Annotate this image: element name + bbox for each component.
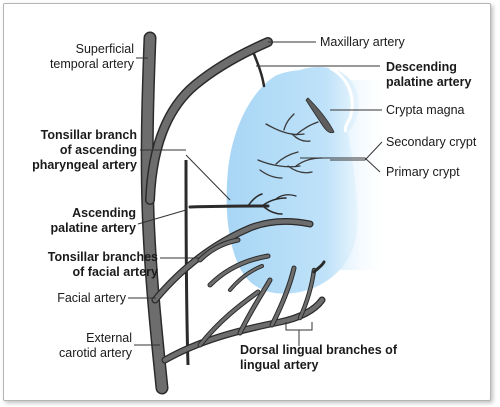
label-crypta-magna: Crypta magna <box>386 103 465 117</box>
lingual-artery <box>161 260 326 364</box>
label-ascending-palatine: Ascending palatine artery <box>20 206 136 236</box>
label-line: Dorsal lingual branches of <box>240 343 397 357</box>
leader-lines <box>128 41 383 346</box>
label-line: of facial artery <box>72 265 158 279</box>
label-secondary-crypt: Secondary crypt <box>386 135 477 149</box>
tonsil-notch <box>329 66 354 133</box>
ascending-pharyngeal-artery <box>184 159 190 366</box>
label-line: Superficial <box>75 42 134 56</box>
label-primary-crypt: Primary crypt <box>386 165 460 179</box>
label-descending-palatine: Descending palatine artery <box>386 60 471 90</box>
label-line: palatine artery <box>50 221 136 235</box>
label-line: Ascending <box>72 206 136 220</box>
label-dorsal-lingual: Dorsal lingual branches of lingual arter… <box>240 343 397 373</box>
ascending-palatine-branches <box>188 193 297 215</box>
label-line: carotid artery <box>59 346 132 360</box>
descending-palatine-branch <box>252 52 266 88</box>
label-line: Tonsillar branch <box>40 128 137 142</box>
label-maxillary: Maxillary artery <box>320 35 405 49</box>
label-line: Tonsillar branches <box>47 250 158 264</box>
facial-artery-branches <box>151 217 314 304</box>
label-facial-artery: Facial artery <box>57 291 126 305</box>
crypta-magna <box>305 97 335 134</box>
crypt-lines <box>257 113 323 179</box>
label-line: palatine artery <box>386 75 472 89</box>
label-line: Descending <box>386 60 457 74</box>
label-line: of ascending <box>59 143 137 157</box>
label-line: External <box>86 331 132 345</box>
label-tonsillar-branch-ascending-pharyngeal: Tonsillar branch of ascending pharyngeal… <box>4 128 137 173</box>
label-line: pharyngeal artery <box>32 158 137 172</box>
label-line: lingual artery <box>240 358 319 372</box>
label-tonsillar-branches-facial: Tonsillar branches of facial artery <box>2 250 158 280</box>
label-line: temporal artery <box>49 57 134 71</box>
label-superficial-temporal: Superficial temporal artery <box>40 42 134 72</box>
label-external-carotid: External carotid artery <box>30 331 132 361</box>
